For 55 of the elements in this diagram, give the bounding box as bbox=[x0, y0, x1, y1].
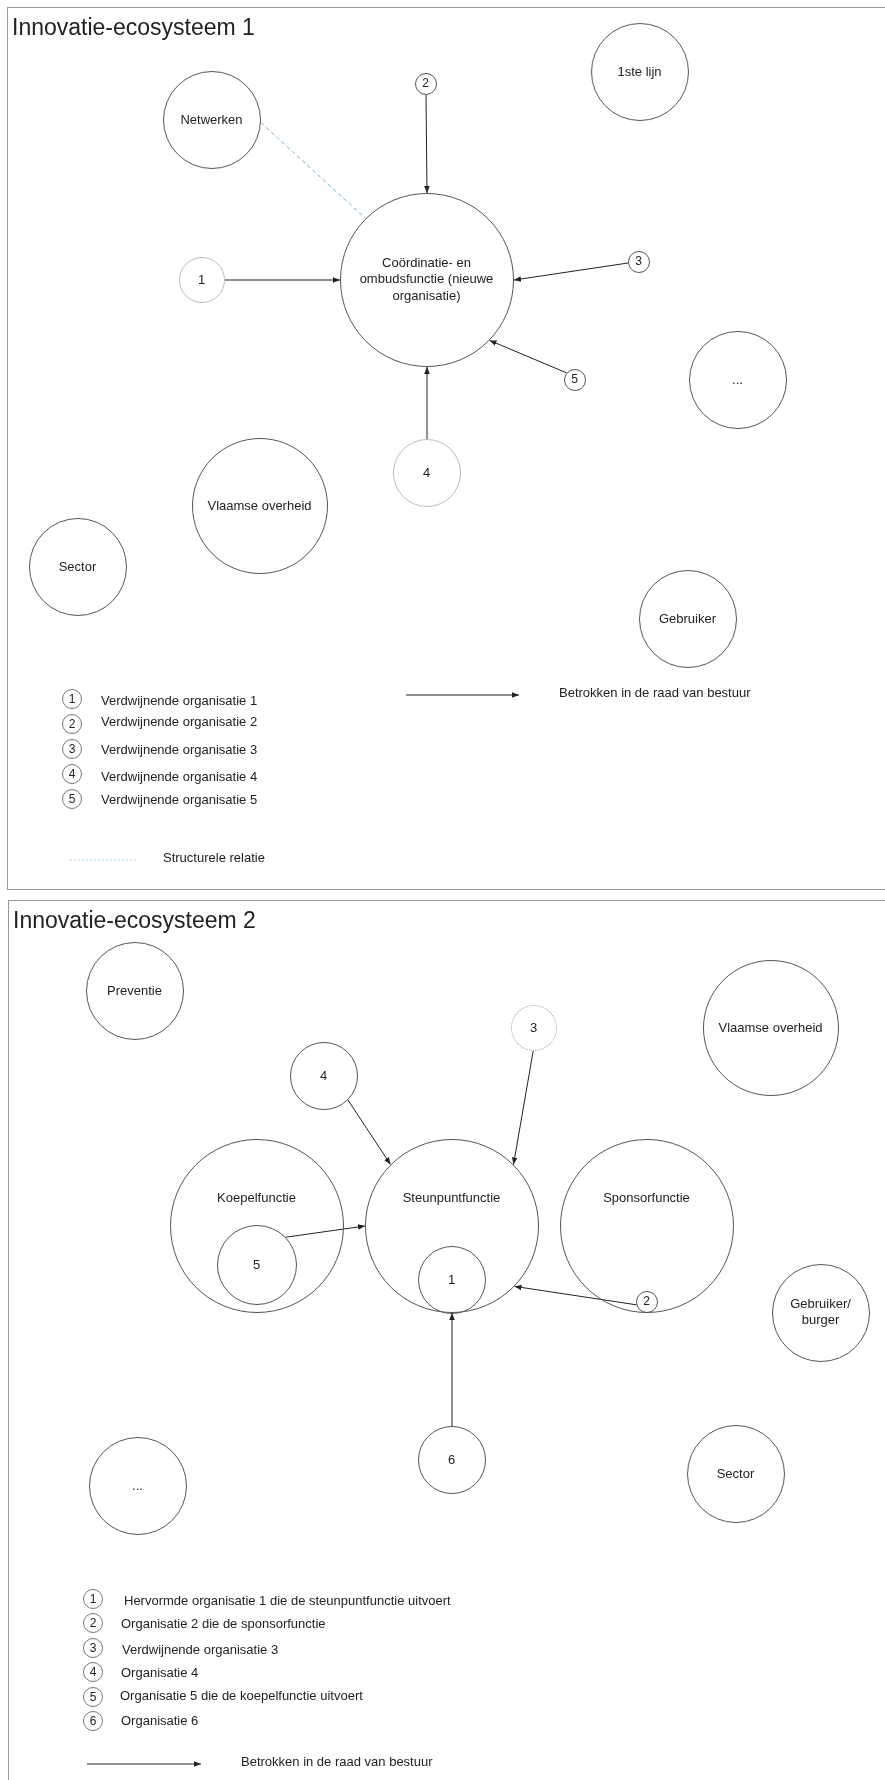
panel-title: Innovatie-ecosysteem 1 bbox=[12, 14, 255, 41]
arrow bbox=[424, 94, 430, 194]
arrow bbox=[511, 1050, 534, 1165]
panel-frame bbox=[7, 7, 885, 890]
panel-title: Innovatie-ecosysteem 2 bbox=[13, 907, 256, 934]
node-label: 1ste lijn bbox=[616, 63, 663, 80]
legend-text: Betrokken in de raad van bestuur bbox=[559, 684, 751, 700]
arrow bbox=[514, 1284, 637, 1306]
node-label: Sector bbox=[715, 1465, 756, 1482]
legend-text: Verdwijnende organisatie 2 bbox=[101, 713, 258, 729]
node-label: ... bbox=[731, 371, 744, 388]
legend-text: Verdwijnende organisatie 5 bbox=[101, 791, 258, 807]
node-label: Sector bbox=[57, 558, 98, 575]
legend-text: Betrokken in de raad van bestuur bbox=[241, 1753, 433, 1769]
arrow bbox=[424, 366, 430, 440]
node-label: 3 bbox=[528, 1019, 539, 1036]
legend-text: Verdwijnende organisatie 3 bbox=[101, 741, 258, 757]
panel-frame bbox=[8, 900, 885, 1780]
legend-text: Structurele relatie bbox=[163, 849, 265, 865]
legend-text: Organisatie 6 bbox=[121, 1712, 199, 1728]
node-label: Coördinatie- en ombudsfunctie (nieuwe organisatie) bbox=[358, 254, 495, 305]
connector-line bbox=[260, 122, 366, 219]
arrow bbox=[513, 262, 629, 282]
legend-text: Organisatie 4 bbox=[121, 1664, 199, 1680]
legend-text: Verdwijnende organisatie 1 bbox=[101, 692, 258, 708]
node-label: 2 bbox=[421, 75, 430, 92]
node-label: 1 bbox=[196, 271, 207, 288]
node-label: 3 bbox=[634, 253, 643, 270]
node-label: 6 bbox=[446, 1451, 457, 1468]
arrow bbox=[224, 277, 341, 283]
node-label: ... bbox=[131, 1477, 144, 1494]
legend-text: Verdwijnende organisatie 4 bbox=[101, 768, 258, 784]
arrow bbox=[347, 1099, 391, 1165]
node-label: 5 bbox=[251, 1256, 262, 1273]
legend-text: Organisatie 2 die de sponsorfunctie bbox=[121, 1615, 326, 1631]
legend-text: Verdwijnende organisatie 3 bbox=[122, 1641, 279, 1657]
node-label: Vlaamse overheid bbox=[206, 497, 313, 514]
node-label: Sponsorfunctie bbox=[602, 1189, 691, 1206]
node-label: 1 bbox=[446, 1271, 457, 1288]
arrow bbox=[449, 1312, 455, 1427]
arrow bbox=[489, 339, 568, 374]
node-label: Koepelfunctie bbox=[216, 1189, 297, 1206]
node-label: Gebruiker/ burger bbox=[789, 1295, 852, 1330]
node-label: 4 bbox=[421, 464, 432, 481]
arrow bbox=[285, 1224, 366, 1238]
node-label: 5 bbox=[570, 371, 579, 388]
node-label: Steunpuntfunctie bbox=[401, 1189, 502, 1206]
node-label: Preventie bbox=[106, 982, 163, 999]
node-label: Gebruiker bbox=[657, 610, 718, 627]
legend-text: Hervormde organisatie 1 die de steunpuntfunctie uitvoert bbox=[124, 1592, 451, 1608]
legend-text: Organisatie 5 die de koepelfunctie uitvoert bbox=[120, 1687, 363, 1703]
node-label: Netwerken bbox=[179, 111, 244, 128]
node-label: Vlaamse overheid bbox=[717, 1019, 824, 1036]
node-label: 4 bbox=[318, 1067, 329, 1084]
node-label: 2 bbox=[642, 1293, 651, 1310]
